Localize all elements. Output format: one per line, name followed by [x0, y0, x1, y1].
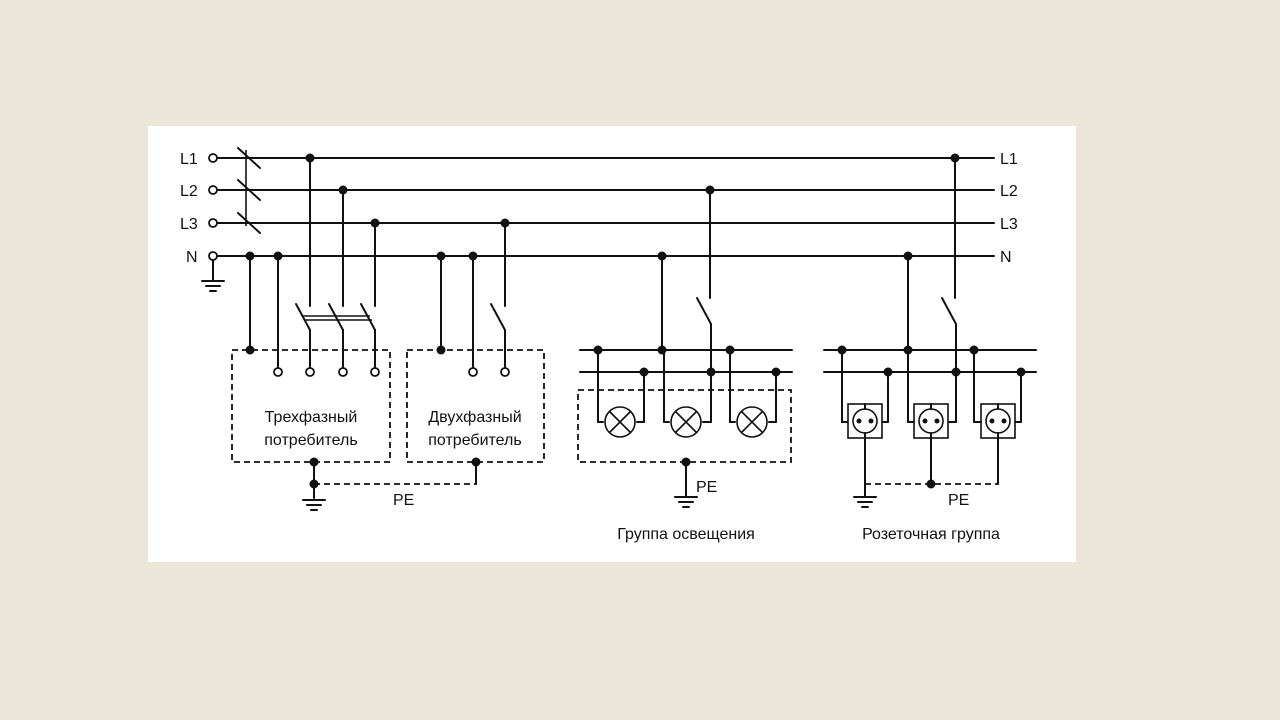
- pe-label-lighting: PE: [696, 479, 717, 496]
- three-phase-label-1: Трехфазный: [265, 409, 358, 426]
- bus-lines: [217, 157, 995, 257]
- two-phase-box: [406, 349, 545, 463]
- ground-icon: [201, 259, 225, 292]
- socket-icon: [907, 349, 957, 485]
- three-phase-label-2: потребитель: [264, 432, 357, 449]
- lighting-group-label: Группа освещения: [617, 526, 755, 543]
- switch-contact-icon: [490, 303, 506, 331]
- right-label-l1: L1: [1000, 151, 1018, 168]
- lamp-icon: [663, 349, 712, 438]
- socket-group-label: Розеточная группа: [862, 526, 1000, 543]
- terminal-l2: [208, 185, 218, 195]
- socket-icon: [969, 345, 1026, 485]
- lamp-icon: [593, 345, 649, 438]
- right-label-l2: L2: [1000, 183, 1018, 200]
- terminal-n: [208, 251, 218, 261]
- switch-contact-icon: [295, 303, 376, 331]
- three-phase-consumer: Трехфазный потребитель: [231, 153, 391, 463]
- left-label-l2: L2: [180, 183, 198, 200]
- socket-group: PE Розеточная группа: [823, 153, 1037, 543]
- socket-icon: [837, 345, 893, 485]
- terminal-l1: [208, 153, 218, 163]
- ground-icon: [302, 499, 326, 511]
- left-label-l3: L3: [180, 216, 198, 233]
- main-breaker: [237, 147, 261, 234]
- switch-contact-icon: [941, 297, 957, 325]
- right-label-l3: L3: [1000, 216, 1018, 233]
- pe-label-consumers: PE: [393, 492, 414, 509]
- lamp-icon: [725, 345, 781, 438]
- left-label-n: N: [186, 249, 198, 266]
- pe-label-sockets: PE: [948, 492, 969, 509]
- diagram-panel: L1 L2 L3 N L1 L2 L3 N: [148, 126, 1076, 562]
- lighting-box: [577, 389, 792, 463]
- ground-icon: [674, 496, 698, 508]
- right-label-n: N: [1000, 249, 1012, 266]
- input-terminals: [208, 153, 218, 261]
- left-label-l1: L1: [180, 151, 198, 168]
- ground-icon: [853, 496, 877, 508]
- switch-contact-icon: [696, 297, 712, 325]
- consumers-pe: PE: [302, 457, 481, 511]
- two-phase-label-1: Двухфазный: [428, 409, 521, 426]
- wiring-diagram: L1 L2 L3 N L1 L2 L3 N: [180, 147, 1037, 543]
- two-phase-consumer: Двухфазный потребитель: [406, 218, 545, 463]
- two-phase-label-2: потребитель: [428, 432, 521, 449]
- three-phase-box: [231, 349, 391, 463]
- lighting-group: PE Группа освещения: [577, 185, 793, 543]
- terminal-l3: [208, 218, 218, 228]
